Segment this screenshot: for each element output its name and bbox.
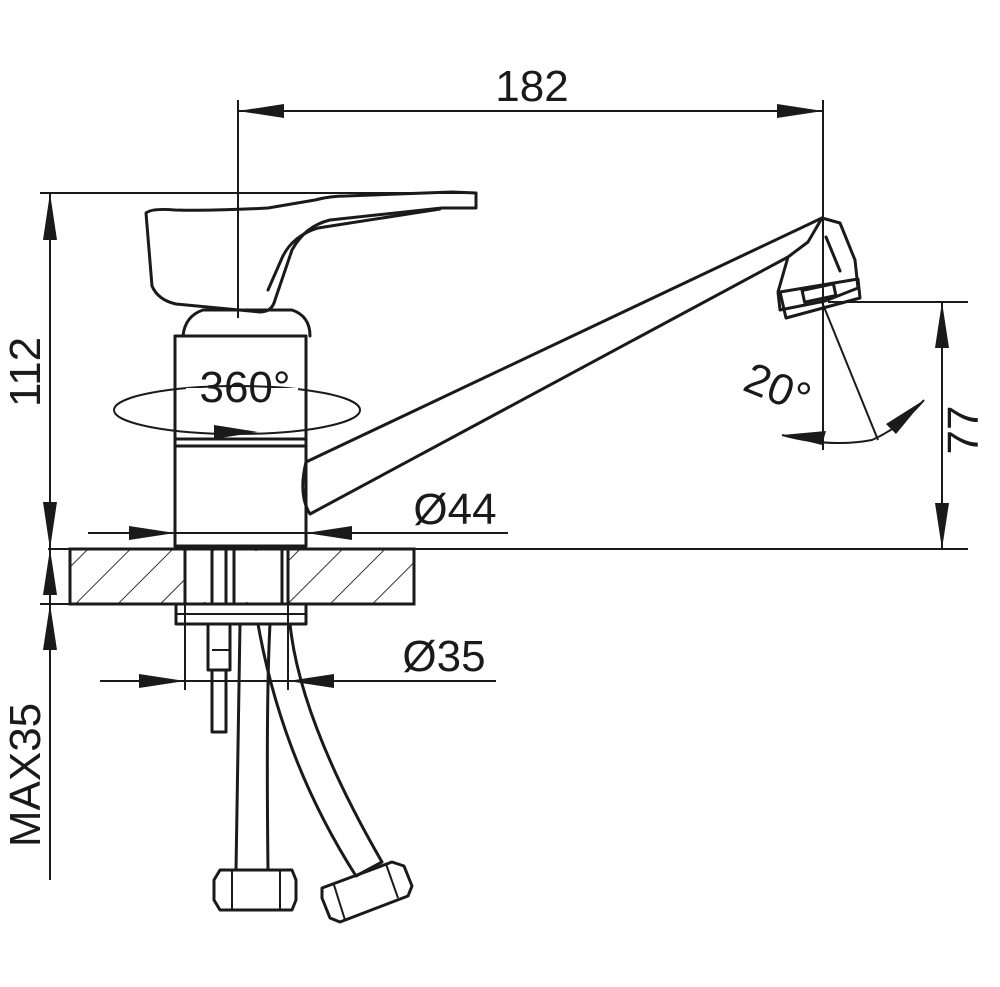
dimension-diameter-35: Ø35: [100, 604, 496, 690]
mounting-hardware: [174, 547, 308, 734]
lever-handle: [144, 190, 478, 314]
dimension-diameter-44: Ø44: [88, 485, 508, 549]
dimension-width-182: 182: [237, 62, 824, 450]
dimension-angle-20: 20°: [737, 301, 925, 445]
label-diameter-44: Ø44: [413, 485, 496, 534]
dimension-height-112: 112: [1, 192, 475, 549]
countertop-section: [48, 547, 968, 606]
dimension-height-77: 77: [828, 301, 988, 549]
label-angle-20: 20°: [737, 353, 817, 423]
label-max-35: MAX35: [1, 703, 50, 847]
dimension-max-35: MAX35: [1, 549, 70, 880]
label-112: 112: [1, 337, 50, 407]
label-182: 182: [495, 62, 568, 111]
flexible-hose-right: [256, 622, 414, 924]
dimension-rotation-360: 360°: [113, 334, 361, 548]
label-360: 360°: [199, 363, 290, 412]
spout: [301, 216, 862, 516]
flexible-hose-left: [212, 622, 298, 912]
label-77: 77: [939, 406, 988, 455]
label-diameter-35: Ø35: [402, 632, 485, 681]
